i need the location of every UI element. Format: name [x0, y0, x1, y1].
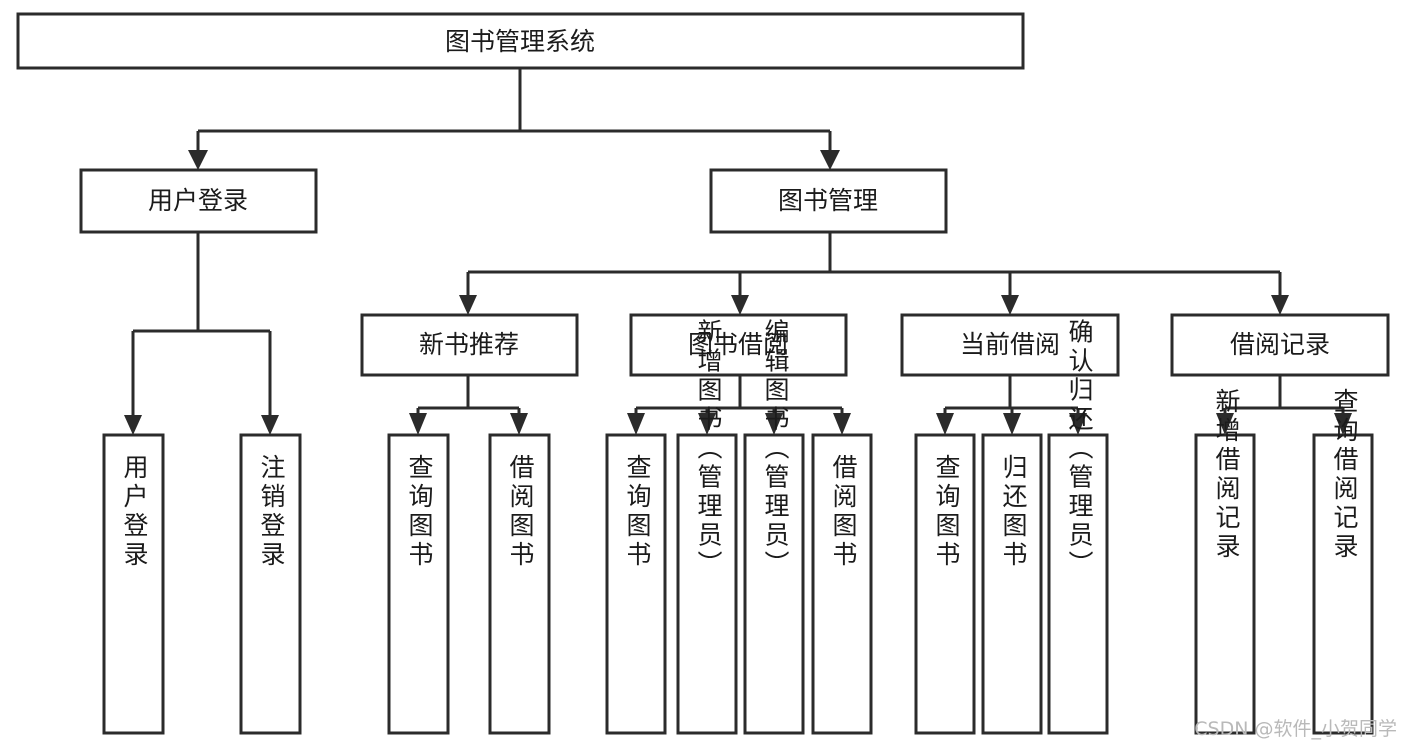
leaf-new-book-1-label: 借阅图书: [506, 454, 535, 570]
node-book-borrow-rect: [629, 313, 848, 377]
leaf-new-book-0-rect: [387, 433, 450, 735]
leaf-borrow-record-0[interactable]: 新增借阅记录: [1194, 388, 1256, 735]
leaf-new-book-0[interactable]: 查询图书: [387, 433, 450, 735]
leaf-new-book-1[interactable]: 借阅图书: [488, 433, 551, 735]
arrow-head-leaf-current-borrow-0: [936, 413, 954, 435]
arrow-head-leaf-book-borrow-1: [698, 413, 716, 435]
arrow-head-level3-3: [1271, 295, 1289, 315]
leaf-user-login-0[interactable]: 用户登录: [102, 433, 165, 735]
node-borrow-record[interactable]: 借阅记录: [1170, 313, 1390, 377]
leaf-user-login-1-label: 注销登录: [257, 454, 286, 570]
leaf-borrow-record-1-label: 查询借阅记录: [1330, 388, 1359, 562]
node-book-management[interactable]: 图书管理: [709, 168, 948, 234]
leaf-current-borrow-2-rect: [1047, 433, 1109, 735]
leaf-current-borrow-0-rect: [914, 433, 976, 735]
leaf-current-borrow-1-rect: [981, 433, 1043, 735]
arrow-head-user-login: [188, 150, 208, 170]
node-new-book-recommend-rect: [360, 313, 579, 377]
arrow-head-leaf-new-book-1: [510, 413, 528, 435]
leaf-book-borrow-3[interactable]: 借阅图书: [811, 433, 873, 735]
leaf-user-login-1[interactable]: 注销登录: [239, 433, 302, 735]
node-borrow-record-rect: [1170, 313, 1390, 377]
leaf-current-borrow-1[interactable]: 归还图书: [981, 433, 1043, 735]
leaf-borrow-record-0-label: 新增借阅记录: [1212, 388, 1241, 562]
node-book-management-label: 图书管理: [778, 186, 878, 215]
node-root-book-management-system[interactable]: 图书管理系统: [16, 12, 1025, 70]
node-current-borrow-label: 当前借阅: [960, 330, 1060, 359]
leaf-book-borrow-1[interactable]: 新增图书（管理员）: [676, 319, 738, 735]
arrow-head-leaf-user-login-1: [261, 415, 279, 435]
arrow-head-leaf-new-book-0: [409, 413, 427, 435]
arrow-head-level3-1: [731, 295, 749, 315]
node-user-login-label: 用户登录: [148, 186, 248, 215]
node-book-borrow-label: 图书借阅: [688, 330, 788, 359]
leaf-borrow-record-1-rect: [1312, 433, 1374, 735]
leaf-user-login-0-rect: [102, 433, 165, 735]
arrow-head-book-mgmt: [820, 150, 840, 170]
node-borrow-record-label: 借阅记录: [1230, 330, 1330, 359]
arrow-head-level3-2: [1001, 295, 1019, 315]
leaf-book-borrow-1-rect: [676, 433, 738, 735]
leaf-current-borrow-2-label: 确认归还（管理员）: [1065, 319, 1094, 580]
leaf-current-borrow-0[interactable]: 查询图书: [914, 433, 976, 735]
leaf-borrow-record-0-rect: [1194, 433, 1256, 735]
edges-layer: [124, 68, 1352, 435]
node-root-label: 图书管理系统: [445, 27, 595, 56]
node-user-login-rect: [79, 168, 318, 234]
leaf-current-borrow-1-label: 归还图书: [999, 454, 1028, 570]
arrow-head-leaf-book-borrow-0: [627, 413, 645, 435]
arrow-head-leaf-current-borrow-2: [1069, 413, 1087, 435]
leaf-book-borrow-2-rect: [743, 433, 805, 735]
leaf-book-borrow-3-label: 借阅图书: [829, 454, 858, 570]
arrow-head-leaf-current-borrow-1: [1003, 413, 1021, 435]
leaf-borrow-record-1[interactable]: 查询借阅记录: [1312, 388, 1374, 735]
leaf-user-login-1-rect: [239, 433, 302, 735]
node-user-login[interactable]: 用户登录: [79, 168, 318, 234]
leaf-book-borrow-0[interactable]: 查询图书: [605, 433, 667, 735]
leaf-book-borrow-0-rect: [605, 433, 667, 735]
arrow-head-level3-0: [459, 295, 477, 315]
leaf-current-borrow-2[interactable]: 确认归还（管理员）: [1047, 319, 1109, 735]
leaf-book-borrow-2[interactable]: 编辑图书（管理员）: [743, 319, 805, 735]
leaf-book-borrow-0-label: 查询图书: [623, 454, 652, 570]
arrow-head-leaf-borrow-record-1: [1334, 413, 1352, 435]
node-book-management-rect: [709, 168, 948, 234]
node-new-book-recommend-label: 新书推荐: [419, 330, 519, 359]
node-root-rect: [16, 12, 1025, 70]
node-book-borrow[interactable]: 图书借阅: [629, 313, 848, 377]
leaf-book-borrow-3-rect: [811, 433, 873, 735]
node-current-borrow[interactable]: 当前借阅: [900, 313, 1120, 377]
node-current-borrow-rect: [900, 313, 1120, 377]
node-new-book-recommend[interactable]: 新书推荐: [360, 313, 579, 377]
leaf-new-book-1-rect: [488, 433, 551, 735]
arrow-head-leaf-book-borrow-2: [765, 413, 783, 435]
leaf-user-login-0-label: 用户登录: [120, 454, 149, 570]
leaf-current-borrow-0-label: 查询图书: [932, 454, 961, 570]
arrow-head-leaf-borrow-record-0: [1216, 413, 1234, 435]
arrow-head-leaf-book-borrow-3: [833, 413, 851, 435]
arrow-head-leaf-user-login-0: [124, 415, 142, 435]
leaf-new-book-0-label: 查询图书: [405, 454, 434, 570]
leaf-book-borrow-1-label: 新增图书（管理员）: [694, 319, 723, 580]
leaf-book-borrow-2-label: 编辑图书（管理员）: [761, 319, 790, 580]
